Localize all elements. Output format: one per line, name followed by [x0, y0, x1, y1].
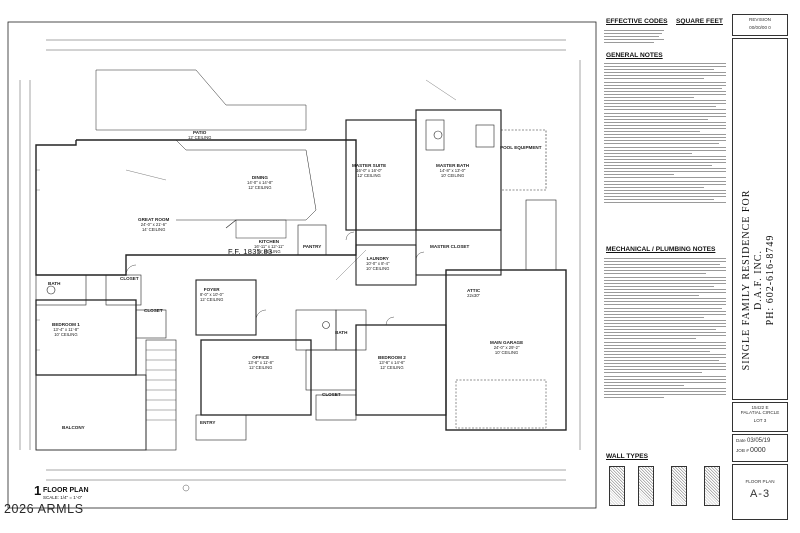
room-closet-b2: CLOSET — [322, 392, 341, 397]
sheet-box: FLOOR PLAN A-3 — [732, 464, 788, 520]
mechanical-notes-text — [604, 258, 726, 400]
wall-type-3-swatch — [671, 466, 687, 506]
revision-label: REVISION — [749, 17, 771, 22]
floor-plan-drawing — [7, 21, 597, 509]
mechanical-notes-heading: MECHANICAL / PLUMBING NOTES — [606, 246, 716, 253]
date-value: 03/05/19 — [747, 438, 771, 444]
date-job-box: Date 03/05/19 JOB # 0000 — [732, 434, 788, 462]
revision-value: 00/00/00 0 — [749, 25, 771, 30]
project-name-box — [732, 38, 788, 400]
address-line-2: PALATIAL CIRCLE — [740, 410, 780, 415]
revision-box: REVISION 00/00/00 0 — [732, 14, 788, 36]
wall-types-heading: WALL TYPES — [606, 453, 649, 460]
room-closet-mid: CLOSET — [144, 308, 163, 313]
room-pantry: PANTRY — [303, 244, 322, 249]
square-feet-heading: SQUARE FEET — [676, 18, 723, 25]
room-balcony: BALCONY — [62, 425, 85, 430]
room-bath-left: BATH — [48, 281, 61, 286]
address-line-1: 15422 E — [751, 405, 769, 410]
job-value: 0000 — [750, 447, 766, 454]
watermark: 2026 ARMLS — [4, 502, 84, 516]
general-notes-text — [604, 63, 726, 205]
room-closet-left: CLOSET — [120, 276, 139, 281]
address-box: 15422 E PALATIAL CIRCLE LOT 3 — [732, 402, 788, 432]
effective-codes-heading: EFFECTIVE CODES — [606, 18, 668, 25]
project-name-text: SINGLE FAMILY RESIDENCE FOR D.A.F. INC. … — [741, 189, 776, 371]
plan-number: 1 — [34, 483, 42, 498]
project-name-vertical: SINGLE FAMILY RESIDENCE FOR D.A.F. INC. … — [734, 180, 784, 380]
finished-floor-label: F.F. 1835.83 — [228, 247, 273, 256]
plan-title: FLOOR PLAN — [43, 487, 89, 494]
lot-number: LOT 3 — [753, 418, 767, 423]
wall-type-2-swatch — [638, 466, 654, 506]
general-notes-heading: GENERAL NOTES — [606, 52, 663, 59]
room-bath-mid: BATH — [335, 330, 348, 335]
date-label: Date — [736, 438, 746, 443]
codes-text-lines — [604, 30, 726, 45]
sheet-number: A-3 — [749, 488, 771, 500]
room-entry: ENTRY — [200, 420, 216, 425]
title-block: REVISION 00/00/00 0 15422 E PALATIAL CIR… — [732, 14, 788, 520]
wall-type-1-swatch — [609, 466, 625, 506]
plan-scale: SCALE: 1/4" = 1'-0" — [43, 495, 83, 500]
room-master-closet: MASTER CLOSET — [430, 244, 470, 249]
sheet-label: FLOOR PLAN — [745, 479, 775, 484]
job-label: JOB # — [736, 448, 749, 453]
wall-type-4-swatch — [704, 466, 720, 506]
notes-column: EFFECTIVE CODES SQUARE FEET GENERAL NOTE… — [604, 18, 728, 524]
room-pool-equipment: POOL EQUIPMENT — [500, 145, 542, 150]
